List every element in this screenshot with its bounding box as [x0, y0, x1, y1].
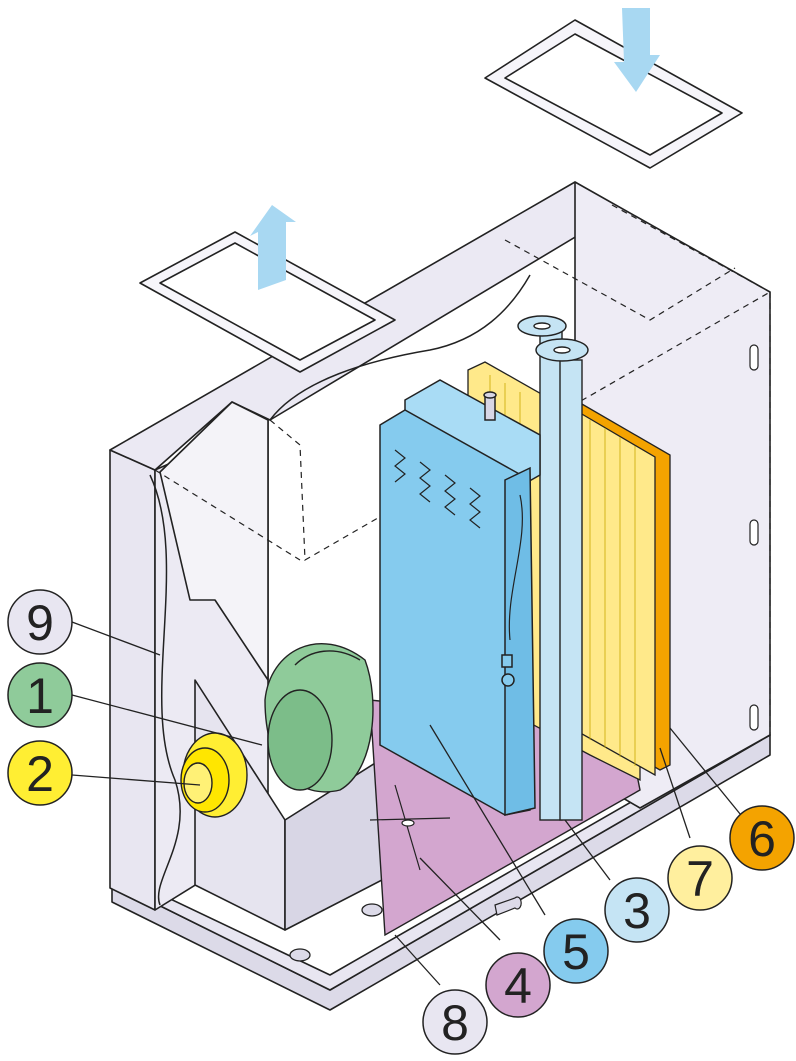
callout-9-label: 9 — [26, 595, 54, 651]
door-latches — [749, 344, 759, 731]
drain-pan-marker — [369, 784, 451, 871]
cabinet-housing — [109, 19, 771, 1011]
return-air-opening-inner — [159, 242, 376, 361]
callout-4-label: 4 — [504, 958, 532, 1014]
callout-7-label: 7 — [686, 851, 714, 907]
exhaust-air-arrow — [250, 205, 296, 290]
callout-1: 1 — [7, 662, 73, 728]
fan-motor — [180, 732, 248, 818]
fan-blower — [264, 643, 374, 793]
supply-air-opening-inner — [504, 33, 723, 156]
callout-5: 5 — [543, 918, 609, 984]
callout-7: 7 — [667, 845, 733, 911]
callout-6: 6 — [729, 805, 795, 871]
heater-pipes — [517, 315, 589, 821]
callout-1-label: 1 — [26, 668, 54, 724]
callout-3: 3 — [604, 877, 670, 943]
callout-8-label: 8 — [441, 995, 469, 1051]
base-feet — [289, 903, 383, 962]
drain-outlet — [494, 896, 522, 916]
callout-5-label: 5 — [562, 924, 590, 980]
leader-lines — [71, 621, 746, 986]
final-filter — [574, 398, 671, 777]
callout-2-label: 2 — [26, 746, 54, 802]
cooling-coil — [379, 379, 541, 816]
callout-4: 4 — [485, 952, 551, 1018]
fan-chamber-opening — [159, 401, 269, 681]
callout-8: 8 — [422, 989, 488, 1055]
intake-air-arrow — [614, 8, 660, 92]
callout-6-label: 6 — [748, 811, 776, 867]
callout-2: 2 — [7, 740, 73, 806]
callout-9: 9 — [7, 589, 73, 655]
cutaway-curve-top — [269, 274, 531, 421]
callout-3-label: 3 — [623, 883, 651, 939]
left-wall — [109, 449, 156, 911]
cutaway-curve — [149, 474, 181, 906]
